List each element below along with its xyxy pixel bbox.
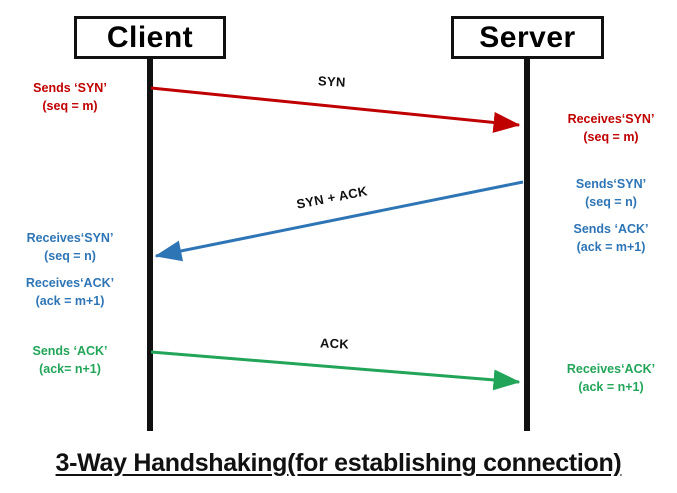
client-note-receives-syn: Receives‘SYN’ (seq = n) <box>0 229 140 265</box>
note-line-1: Sends ‘ACK’ <box>573 222 649 236</box>
note-line-1: Receives‘SYN’ <box>26 231 114 245</box>
note-line-2: (ack = m+1) <box>576 240 646 255</box>
note-line-1: Sends‘SYN’ <box>575 177 647 191</box>
note-line-2: (seq = m) <box>583 130 639 145</box>
note-line-2: (seq = n) <box>585 195 637 210</box>
note-line-2: (seq = n) <box>44 249 96 264</box>
client-note-receives-ack: Receives‘ACK’ (ack = m+1) <box>0 274 140 310</box>
note-line-2: (ack= n+1) <box>39 362 101 377</box>
note-line-2: (ack = m+1) <box>35 294 105 309</box>
syn-arrow <box>150 86 521 133</box>
note-line-1: Sends ‘SYN’ <box>33 81 107 95</box>
server-note-sends-syn: Sends‘SYN’ (seq = n) <box>545 175 677 211</box>
client-note-sends-ack: Sends ‘ACK’ (ack= n+1) <box>0 342 140 378</box>
server-lifeline <box>524 59 530 431</box>
note-line-2: (seq = m) <box>42 99 98 114</box>
server-node-box: Server <box>451 16 604 59</box>
note-line-2: (ack = n+1) <box>578 380 644 395</box>
note-line-1: Receives‘ACK’ <box>25 276 115 290</box>
ack-arrow-label: ACK <box>319 335 350 352</box>
note-line-1: Sends ‘ACK’ <box>32 344 108 358</box>
note-line-1: Receives‘ACK’ <box>566 362 656 376</box>
client-node-box: Client <box>74 16 226 59</box>
syn-arrow-label: SYN <box>317 73 347 90</box>
ack-arrow <box>150 350 521 391</box>
server-note-receives-syn: Receives‘SYN’ (seq = m) <box>545 110 677 146</box>
client-note-sends-syn: Sends ‘SYN’ (seq = m) <box>0 79 140 115</box>
diagram-caption: 3-Way Handshaking(for establishing conne… <box>55 449 622 477</box>
client-lifeline <box>147 59 153 431</box>
note-line-1: Receives‘SYN’ <box>567 112 655 126</box>
server-note-sends-ack: Sends ‘ACK’ (ack = m+1) <box>545 220 677 256</box>
syn-ack-arrow-label: SYN + ACK <box>295 183 369 212</box>
server-note-receives-ack: Receives‘ACK’ (ack = n+1) <box>545 360 677 396</box>
